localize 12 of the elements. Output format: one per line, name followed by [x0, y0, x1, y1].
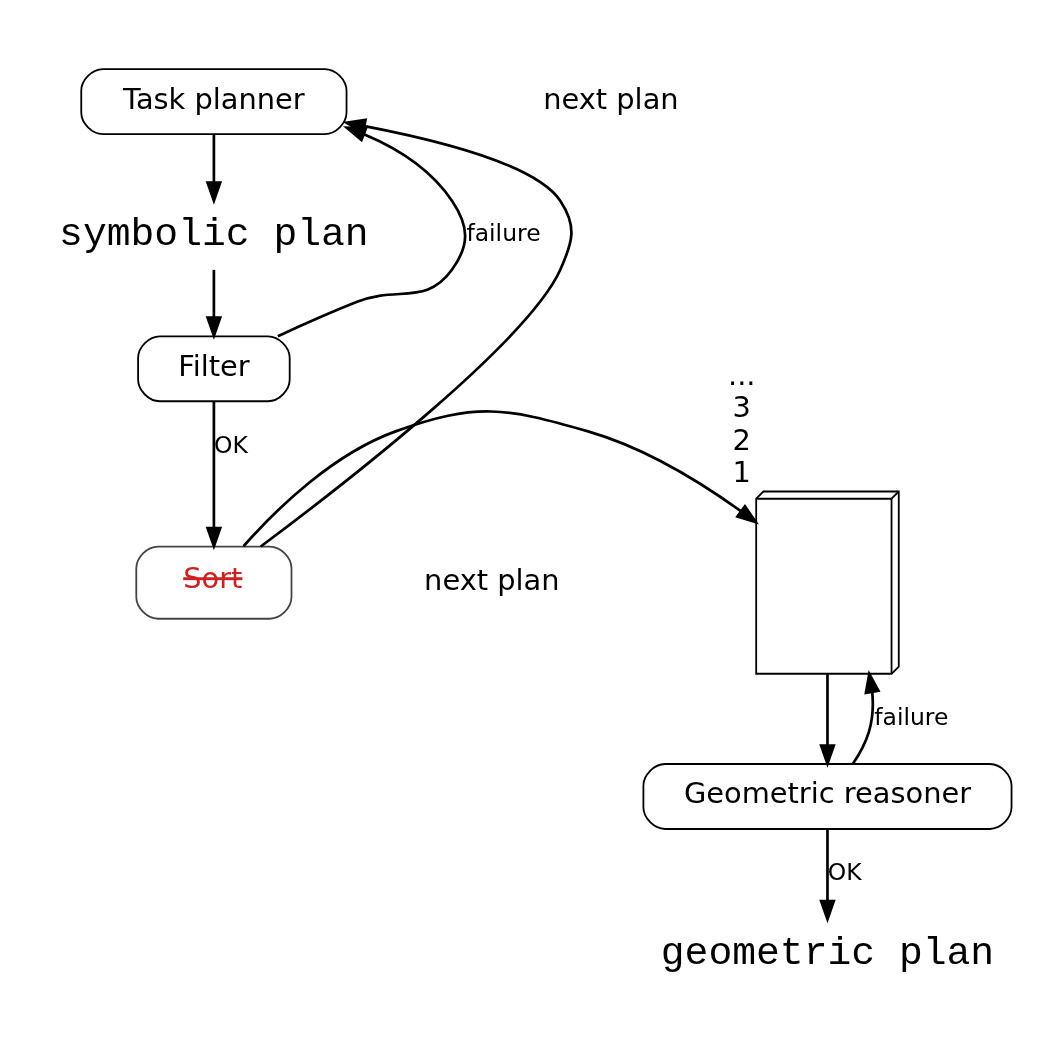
node-label: 2	[732, 422, 751, 457]
edge-label: failure	[874, 702, 949, 731]
edge-label: OK	[214, 430, 248, 459]
edge-label: failure	[466, 218, 541, 247]
edge-label: OK	[827, 857, 862, 886]
label: next plan	[543, 81, 679, 116]
label: next plan	[424, 562, 560, 596]
node-text: geometric plan	[660, 930, 995, 976]
node-label: 1	[732, 454, 751, 489]
node-label: ...	[727, 357, 756, 392]
node-label: 3	[732, 389, 751, 424]
node-text: symbolic plan	[59, 211, 369, 257]
